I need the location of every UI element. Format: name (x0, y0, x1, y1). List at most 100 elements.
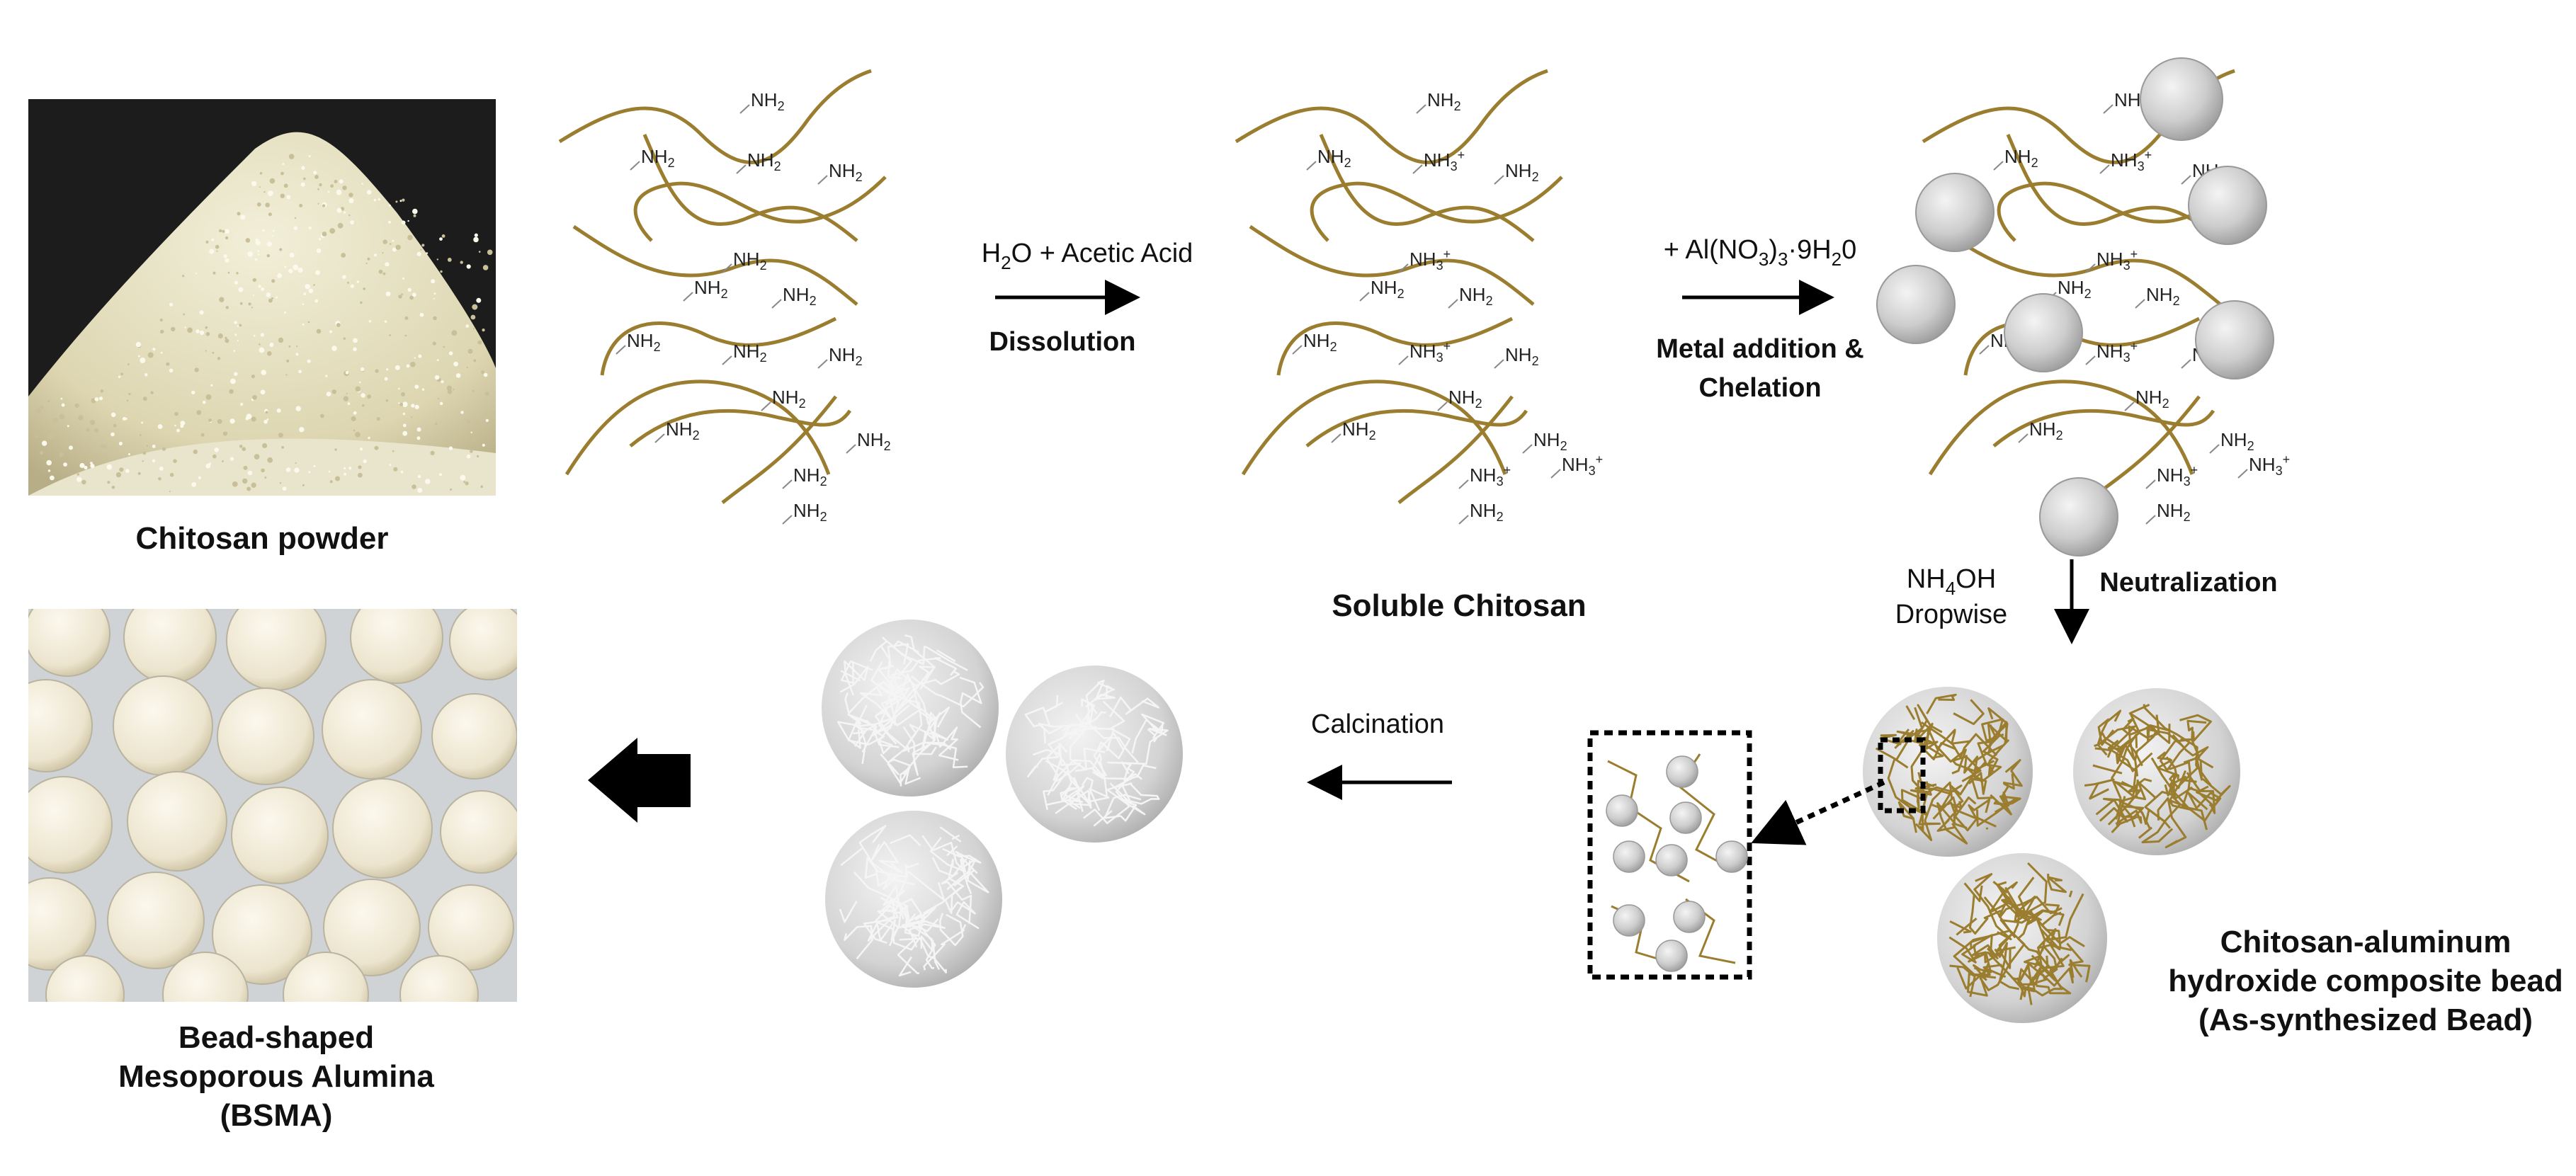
powder-grain (308, 288, 314, 294)
inset-ion-sphere (1606, 794, 1638, 827)
powder-grain (147, 352, 154, 358)
network-strand (2031, 954, 2072, 995)
amine-bond (1306, 161, 1317, 171)
network-strand (2084, 778, 2115, 800)
network-strand (938, 913, 964, 947)
powder-grain (252, 278, 256, 282)
powder-grain (113, 423, 117, 428)
powder-grain (160, 351, 163, 354)
powder-grain (344, 467, 346, 470)
network-strand (1994, 942, 2019, 991)
powder-grain (118, 375, 121, 378)
network-strand (1092, 732, 1125, 780)
alumina-bead (113, 675, 213, 776)
network-strand (1963, 882, 1983, 903)
powder-grain (344, 472, 346, 476)
network-strand (887, 643, 909, 680)
powder-grain (278, 433, 283, 438)
powder-grain (411, 416, 413, 418)
powder-grain (101, 444, 105, 448)
network-strand (1905, 705, 1916, 721)
powder-grain (407, 287, 412, 292)
powder-grain (115, 472, 122, 478)
powder-grain (182, 275, 185, 278)
powder-grain (293, 264, 299, 270)
powder-grain (259, 171, 263, 175)
powder-grain (281, 446, 284, 449)
to-bsma-block-arrow (588, 738, 691, 823)
powder-grain (236, 272, 239, 275)
polymer-chain (1936, 224, 2222, 306)
powder-grain (205, 326, 208, 329)
powder-grain (253, 334, 256, 337)
powder-grain (205, 394, 212, 400)
inset-ion-sphere (1613, 904, 1645, 937)
inset-ion-sphere (1666, 755, 1698, 788)
powder-grain (262, 229, 265, 232)
powder-grain (261, 468, 265, 473)
calcination-step: Calcination (1307, 709, 1452, 800)
amine-bond (1448, 299, 1458, 309)
powder-grain (358, 472, 363, 478)
network-strand (1086, 713, 1139, 763)
powder-grain (266, 241, 272, 247)
network-strand (2157, 797, 2187, 849)
powder-grain (212, 351, 215, 354)
powder-grain (86, 428, 90, 432)
network-strand (2150, 757, 2186, 793)
powder-grain (330, 184, 334, 188)
network-strand (927, 955, 947, 974)
polymer-chain (1310, 176, 1563, 242)
amine-bond (1437, 401, 1448, 411)
amine-group-label: NH2 (641, 146, 675, 170)
network-strand (934, 726, 959, 761)
powder-grain (268, 212, 272, 217)
powder-grain (365, 262, 368, 265)
powder-grain (466, 264, 471, 269)
network-strand (2138, 826, 2153, 839)
network-strand (1968, 799, 1997, 828)
powder-grain (103, 445, 108, 449)
network-strand (939, 826, 962, 843)
powder-grain (402, 401, 408, 407)
powder-grain (385, 399, 389, 402)
amine-bond (2181, 359, 2191, 369)
powder-grain (407, 219, 409, 222)
alumina-bead (45, 955, 125, 1002)
polymer-chain (1305, 409, 1528, 447)
amine-bond (817, 175, 828, 185)
powder-grain (288, 268, 293, 274)
amine-group-label: NH2 (1470, 500, 1504, 524)
powder-grain (217, 333, 223, 339)
chelated-chain-panel: NH2NH2NH3+NH2NH3+NH2NH2NH2NH3+NH2NH2NH2N… (1876, 57, 2290, 556)
network-strand (859, 687, 931, 726)
network-strand (869, 640, 887, 662)
amine-bond (2209, 444, 2220, 454)
amine-bond (2135, 299, 2145, 309)
powder-grain (169, 491, 171, 493)
powder-grain (169, 472, 174, 477)
powder-grain (347, 281, 349, 284)
network-strand (1931, 801, 1956, 832)
powder-grain (417, 474, 421, 479)
powder-grain (259, 186, 261, 188)
network-strand (2041, 942, 2084, 987)
aluminum-ion-sphere (2140, 57, 2223, 141)
powder-grain (261, 370, 267, 375)
network-strand (1109, 696, 1160, 718)
powder-grain (470, 450, 473, 453)
powder-grain (465, 481, 469, 486)
powder-grain (271, 297, 274, 299)
powder-grain (191, 481, 197, 487)
polymer-chain (721, 395, 837, 504)
powder-grain (239, 445, 243, 448)
aluminum-ion-sphere (1876, 265, 1956, 344)
powder-grain (152, 348, 156, 351)
powder-grain (52, 418, 58, 423)
network-strand (959, 676, 982, 729)
powder-grain (247, 470, 253, 476)
powder-grain (229, 457, 234, 461)
powder-grain (137, 472, 141, 475)
network-strand (1046, 785, 1084, 806)
amine-bond (771, 299, 782, 309)
